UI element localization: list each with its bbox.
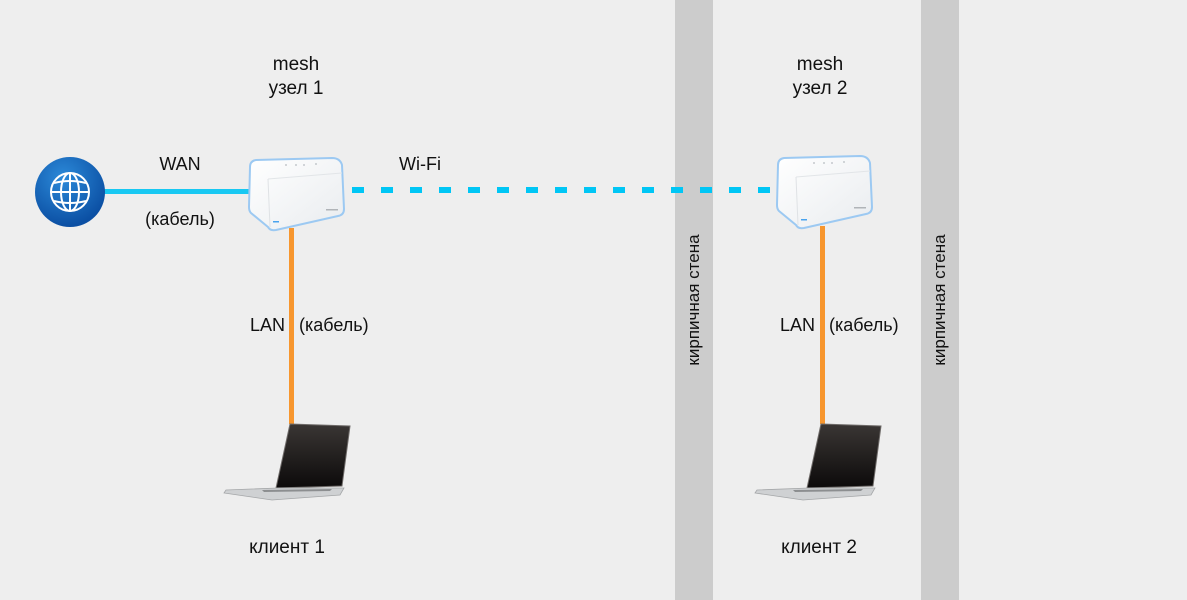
lan1-label: LAN — [249, 315, 285, 335]
mesh-node-1-title: mesh узел 1 — [236, 53, 356, 101]
wifi-dash — [613, 187, 625, 193]
mesh-router-icon — [774, 153, 874, 230]
wan-cable — [100, 189, 252, 194]
lan2-sub-label: (кабель) — [829, 315, 899, 335]
node-title-line1: mesh — [272, 54, 320, 75]
wifi-label: Wi-Fi — [399, 154, 441, 174]
laptop-icon — [222, 422, 352, 502]
node-title-line2: узел 2 — [792, 78, 848, 99]
lan2-label: LAN — [779, 315, 815, 335]
client-1-label: клиент 1 — [249, 537, 325, 558]
wifi-dash — [468, 187, 480, 193]
wifi-dash — [758, 187, 770, 193]
laptop-icon — [753, 422, 883, 502]
brick-wall-2: кирпичная стена — [921, 0, 959, 600]
wifi-dash — [729, 187, 741, 193]
node-title-line2: узел 1 — [268, 78, 324, 99]
wan-sub-label: (кабель) — [145, 209, 215, 229]
wifi-dash — [584, 187, 596, 193]
wall-label: кирпичная стена — [684, 234, 703, 366]
lan1-sub-label: (кабель) — [299, 315, 369, 335]
client-2-label: клиент 2 — [781, 537, 857, 558]
wifi-dash — [439, 187, 451, 193]
wifi-dash — [526, 187, 538, 193]
lan-cable-2 — [820, 226, 825, 424]
wifi-dash — [497, 187, 509, 193]
brick-wall-1: кирпичная стена — [675, 0, 713, 600]
globe-icon — [35, 157, 105, 227]
wifi-dash — [671, 187, 683, 193]
node-title-line1: mesh — [796, 54, 844, 75]
wifi-dash — [642, 187, 654, 193]
mesh-node-2-title: mesh узел 2 — [760, 53, 880, 101]
wifi-dash — [700, 187, 712, 193]
wan-label: WAN — [159, 154, 201, 174]
wifi-dash — [410, 187, 422, 193]
wall-label: кирпичная стена — [930, 234, 949, 366]
wifi-dash — [381, 187, 393, 193]
mesh-router-icon — [246, 155, 346, 232]
lan-cable-1 — [289, 228, 294, 424]
wifi-dash — [555, 187, 567, 193]
wifi-dash — [352, 187, 364, 193]
